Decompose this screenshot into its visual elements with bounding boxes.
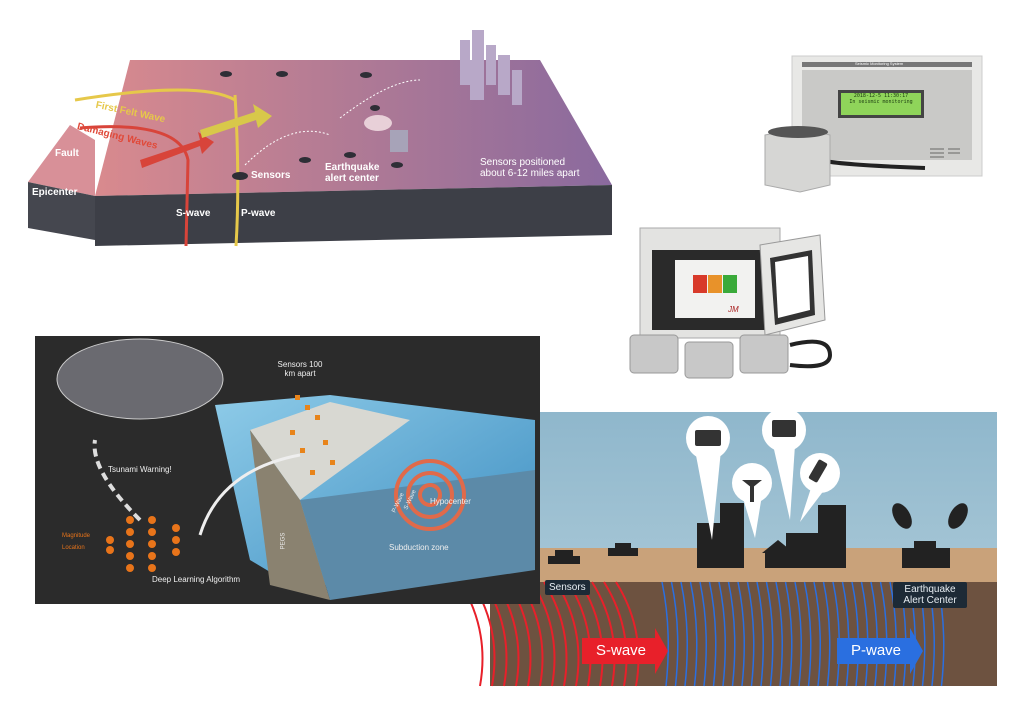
p-wave-line [765,581,774,687]
p-wave-arrow-label: P-wave [851,642,902,659]
fault-label: Fault [55,148,79,159]
neural-node [172,548,180,556]
brand-logo: JM [728,305,739,314]
hypocenter-label: Hypocenter [430,497,471,506]
p-wave-line [822,581,831,687]
p-wave-line [718,581,726,687]
neural-node [126,552,134,560]
neural-node [148,528,156,536]
alert-center-label: Earthquake alert center [325,162,380,184]
neural-node [106,536,114,544]
neural-node [126,540,134,548]
sensor-cabinet [629,227,833,379]
epicenter-label: Epicenter [32,187,78,198]
magnitude-label: Magnitude [62,533,91,539]
p-wave-line [756,581,764,687]
s-wave-arrow [582,628,668,674]
device-header: Seismic Monitoring System [855,61,904,66]
p-wave-line [813,581,821,687]
p-wave-line [727,581,736,687]
p-wave-line [680,581,688,687]
subduction-zone-label: Subduction zone [389,543,449,552]
p-wave-line [670,581,679,687]
p-wave-line [689,581,698,687]
s-wave-label: S-wave [176,208,211,219]
neural-node [148,564,156,572]
p-wave-line [879,581,888,687]
earthquake-block-diagram [28,30,612,247]
neural-node [148,552,156,560]
neural-node [126,516,134,524]
flat-warning-diagram [459,408,997,687]
p-wave-line [699,581,707,687]
s-wave-line [603,581,628,687]
tsunami-warning-label: Tsunami Warning! [108,465,172,474]
p-wave-line [708,581,717,687]
s-wave-arrow-label: S-wave [596,642,647,659]
neural-node [106,546,114,554]
neural-node [148,516,156,524]
p-wave-line [851,581,859,687]
alert-center-tag: Earthquake Alert Center [893,582,967,608]
neural-node [172,536,180,544]
p-wave-arrow [837,628,923,674]
sensors-tag: Sensors [545,580,590,595]
lcd-line-1: 2018-12-5 11:30:17 [853,93,909,99]
p-wave-line [661,581,669,687]
sensors-100km-label: Sensors 100 km apart [277,360,323,378]
neural-node [172,524,180,532]
p-wave-line [775,581,783,687]
neural-node [126,528,134,536]
sensor-spacing-label: Sensors positioned about 6-12 miles apar… [480,157,580,179]
algorithm-label: Deep Learning Algorithm [152,575,241,584]
p-wave-line [860,581,869,687]
p-wave-line [737,581,745,687]
s-wave-line [615,581,640,687]
lcd-line-2: In seismic monitoring [849,99,913,105]
p-wave-line [784,581,793,687]
p-wave-line [841,581,850,687]
seismic-monitor-device [764,55,983,193]
p-wave-line [746,581,755,687]
location-label: Location [62,545,85,551]
p-wave-line [870,581,878,687]
p-wave-line [803,581,812,687]
neural-node [126,564,134,572]
deep-learning-diagram [35,336,540,604]
s-wave-line [591,581,616,687]
p-wave-line [832,581,840,687]
p-wave-line [794,581,802,687]
p-wave-label: P-wave [241,208,276,219]
p-wave-line [889,581,897,687]
pegs-label: PEGS [280,532,287,550]
sensors-label: Sensors [251,170,291,181]
neural-node [148,540,156,548]
